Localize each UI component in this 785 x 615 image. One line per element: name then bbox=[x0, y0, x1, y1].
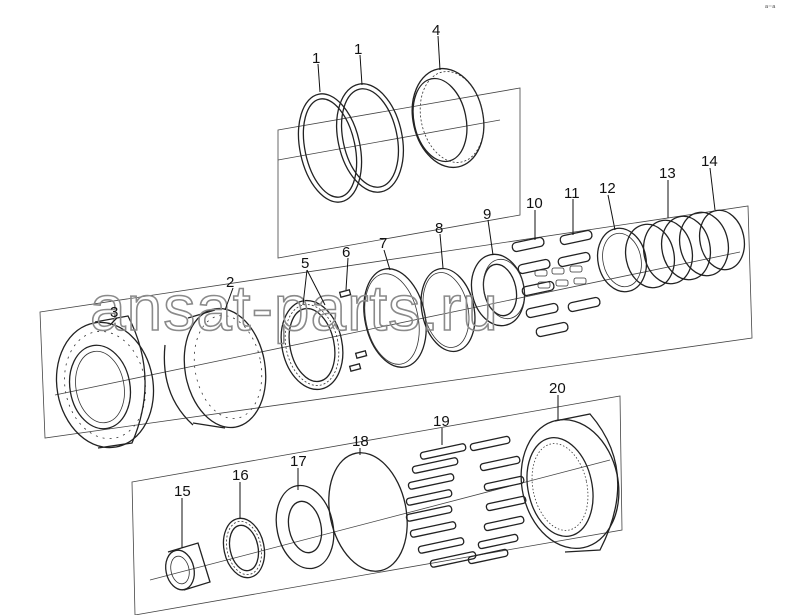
callout-18: 18 bbox=[352, 433, 369, 450]
part-20-ring-gear bbox=[520, 413, 620, 553]
part-19-rollers bbox=[405, 435, 527, 568]
part-15-sleeve bbox=[165, 542, 211, 591]
callout-3: 3 bbox=[110, 304, 118, 321]
part-11-spring-set bbox=[534, 229, 601, 338]
bottom-frame bbox=[131, 395, 623, 615]
part-4-bearing bbox=[411, 67, 485, 169]
callout-11: 11 bbox=[564, 185, 580, 202]
part-8-disc bbox=[420, 267, 476, 353]
part-16-bearing bbox=[222, 517, 266, 579]
top-frame bbox=[277, 87, 521, 259]
leader-lines bbox=[109, 35, 716, 548]
middle-axis bbox=[54, 251, 741, 396]
callout-7: 7 bbox=[379, 235, 387, 252]
watermark-text: ansat-parts.ru bbox=[90, 272, 499, 344]
callout-2: 2 bbox=[226, 274, 234, 291]
part-10-spring-set bbox=[511, 236, 559, 319]
bottom-axis bbox=[149, 459, 611, 581]
part-12-ring bbox=[596, 227, 648, 293]
part-5-bearing bbox=[280, 299, 344, 391]
callout-16: 16 bbox=[232, 467, 249, 484]
part-1-seal-rings bbox=[297, 83, 404, 203]
part-18-disc bbox=[328, 452, 408, 572]
corner-mark: ᵃ⁻ᵃ bbox=[765, 3, 776, 12]
assembly-frames bbox=[39, 87, 753, 615]
center-axes bbox=[54, 119, 741, 581]
part-9-hub bbox=[470, 253, 526, 327]
part-13-clutch-discs bbox=[624, 211, 730, 289]
part-3-housing bbox=[55, 315, 155, 449]
callout-8: 8 bbox=[435, 220, 443, 237]
callout-10: 10 bbox=[526, 195, 543, 212]
callout-5: 5 bbox=[301, 255, 309, 272]
callout-6: 6 bbox=[342, 244, 350, 261]
callout-1a: 1 bbox=[312, 50, 320, 67]
callout-9: 9 bbox=[483, 206, 491, 223]
callout-numbers: 1 1 4 2 3 5 6 7 8 9 10 11 12 13 14 15 16… bbox=[110, 22, 718, 500]
callout-1b: 1 bbox=[354, 41, 362, 58]
callout-14: 14 bbox=[701, 153, 718, 170]
middle-frame bbox=[39, 205, 753, 439]
callout-15: 15 bbox=[174, 483, 191, 500]
callout-17: 17 bbox=[290, 453, 307, 470]
callout-4: 4 bbox=[432, 22, 440, 39]
top-axis bbox=[277, 119, 501, 161]
part-2-drum bbox=[163, 307, 267, 429]
callout-12: 12 bbox=[599, 180, 616, 197]
part-14-ring bbox=[698, 209, 746, 271]
callout-20: 20 bbox=[549, 380, 566, 397]
part-6-pins bbox=[338, 288, 368, 372]
callout-13: 13 bbox=[659, 165, 676, 182]
callout-19: 19 bbox=[433, 413, 450, 430]
part-17-washer bbox=[275, 484, 335, 570]
